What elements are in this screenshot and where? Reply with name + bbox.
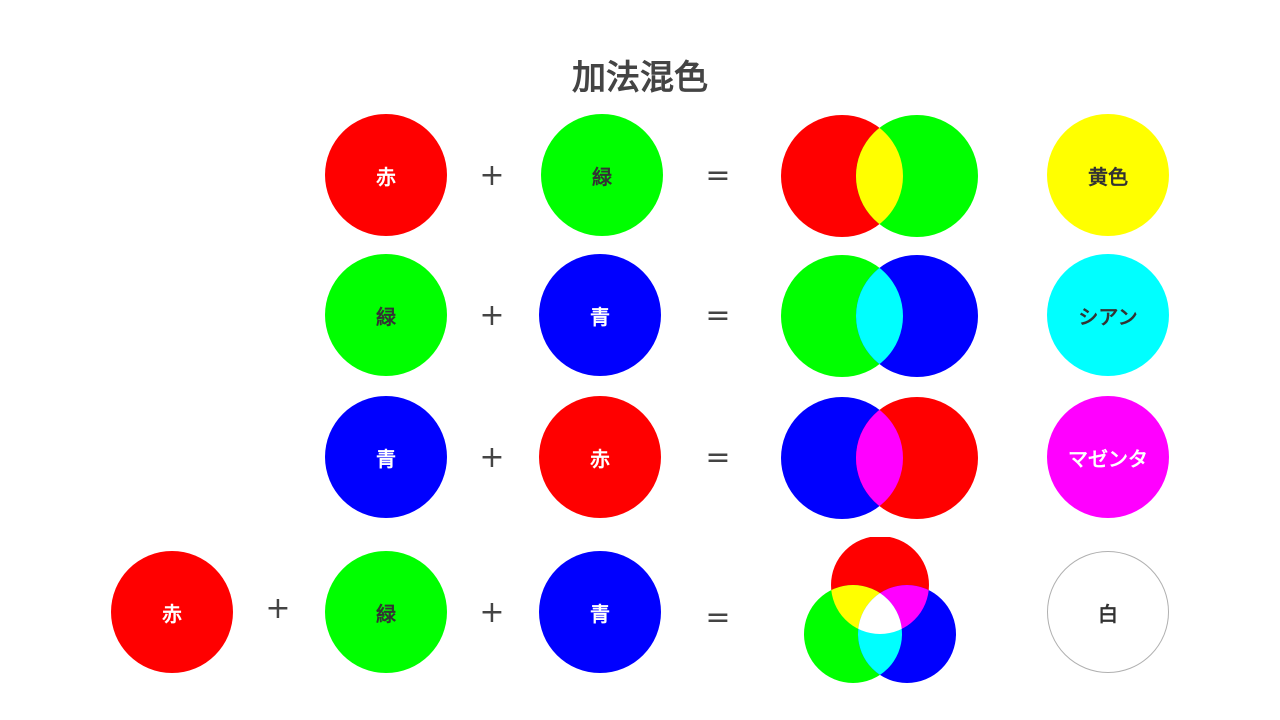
venn-cyan-overlap bbox=[856, 255, 903, 377]
venn-magenta-overlap bbox=[856, 397, 903, 519]
circle-label: 赤 bbox=[590, 446, 610, 471]
circle-label: 緑 bbox=[376, 304, 396, 329]
venn-red-green bbox=[781, 115, 978, 237]
equals-sign: = bbox=[705, 439, 731, 475]
red-circle: 赤 bbox=[325, 114, 447, 236]
equals-sign: = bbox=[705, 599, 731, 635]
green-circle: 緑 bbox=[541, 114, 663, 236]
plus-sign: + bbox=[479, 157, 505, 193]
result-label: 白 bbox=[1098, 601, 1118, 626]
circle-label: 赤 bbox=[162, 601, 182, 626]
circle-label: 赤 bbox=[376, 164, 396, 189]
equals-sign: = bbox=[705, 297, 731, 333]
green-circle: 緑 bbox=[325, 551, 447, 673]
cyan-result-circle: シアン bbox=[1047, 254, 1169, 376]
circle-label: 青 bbox=[590, 601, 610, 626]
plus-sign: + bbox=[479, 594, 505, 630]
blue-circle: 青 bbox=[539, 254, 661, 376]
venn-rgb bbox=[804, 537, 956, 683]
plus-sign: + bbox=[479, 297, 505, 333]
equals-sign: = bbox=[705, 157, 731, 193]
green-circle: 緑 bbox=[325, 254, 447, 376]
blue-circle: 青 bbox=[539, 551, 661, 673]
result-label: 黄色 bbox=[1088, 164, 1128, 189]
result-label: シアン bbox=[1078, 304, 1138, 329]
red-circle: 赤 bbox=[111, 551, 233, 673]
red-circle: 赤 bbox=[539, 396, 661, 518]
page-title: 加法混色 bbox=[572, 58, 708, 98]
result-label: マゼンタ bbox=[1068, 446, 1148, 471]
plus-sign: + bbox=[265, 590, 291, 626]
circle-label: 緑 bbox=[376, 601, 396, 626]
circle-label: 青 bbox=[590, 304, 610, 329]
plus-sign: + bbox=[479, 439, 505, 475]
circle-label: 緑 bbox=[592, 164, 612, 189]
circle-label: 青 bbox=[376, 446, 396, 471]
venn-green-blue bbox=[781, 255, 978, 377]
venn-white-center bbox=[858, 585, 902, 634]
white-result-circle: 白 bbox=[1047, 551, 1169, 673]
magenta-result-circle: マゼンタ bbox=[1047, 396, 1169, 518]
venn-blue-red bbox=[781, 397, 978, 519]
venn-yellow-overlap bbox=[856, 115, 903, 237]
blue-circle: 青 bbox=[325, 396, 447, 518]
yellow-result-circle: 黄色 bbox=[1047, 114, 1169, 236]
